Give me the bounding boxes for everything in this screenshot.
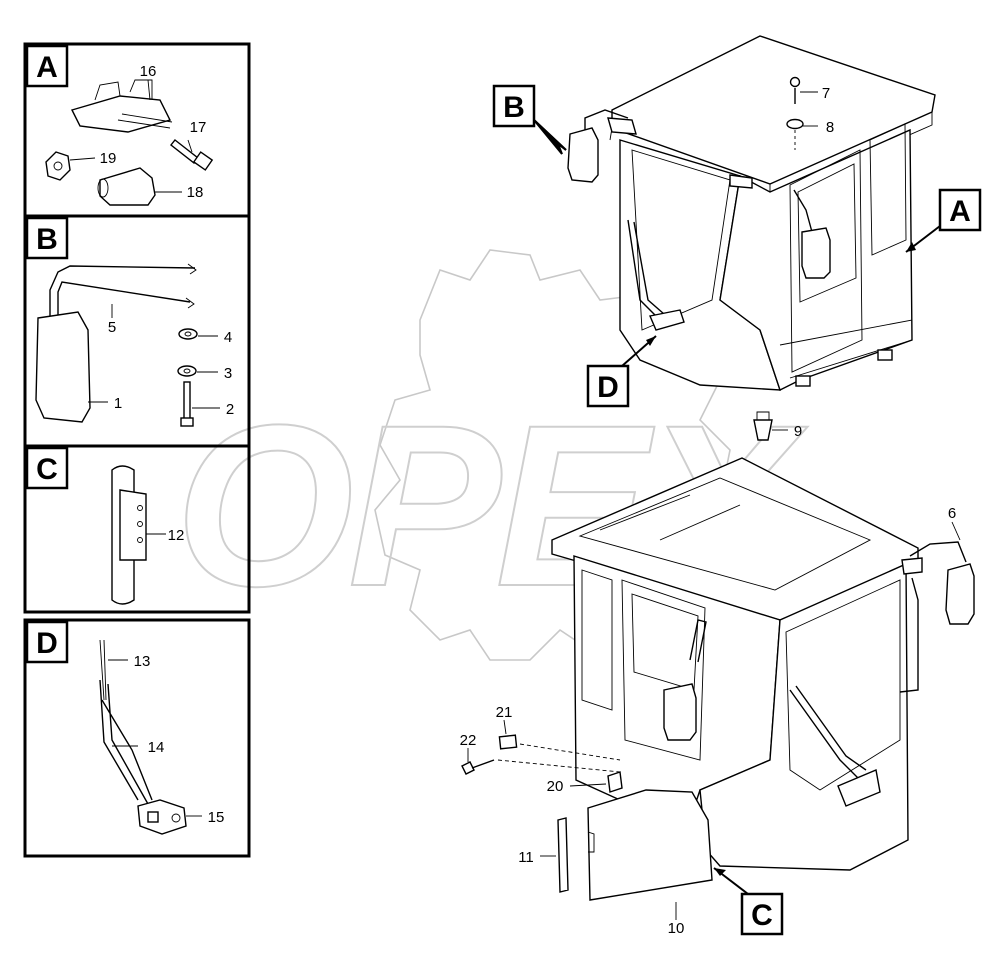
plate-part bbox=[498, 734, 518, 750]
part-17-label: 17 bbox=[190, 119, 207, 136]
part-2-label: 2 bbox=[226, 401, 234, 418]
washer-4-part bbox=[178, 328, 198, 340]
wiper-arm-part bbox=[99, 679, 153, 805]
svg-text:C: C bbox=[751, 899, 773, 932]
mirror-arm-part bbox=[49, 265, 196, 320]
part-18-label: 18 bbox=[187, 184, 204, 201]
cab-rear-door-upper bbox=[789, 149, 863, 373]
callout-b: B bbox=[492, 84, 567, 155]
part-19-label: 19 bbox=[100, 150, 117, 167]
cab-upper-view: 7 8 9 bbox=[567, 35, 936, 441]
wiper-upper bbox=[627, 219, 665, 321]
svg-text:D: D bbox=[597, 371, 619, 404]
bushing-part bbox=[99, 167, 156, 206]
detail-panel-d: D 13 14 15 bbox=[23, 618, 251, 858]
svg-text:A: A bbox=[949, 195, 971, 228]
part-6-label: 6 bbox=[948, 505, 956, 522]
part-20-label: 20 bbox=[547, 778, 564, 795]
callout-c: C bbox=[713, 867, 784, 936]
mirror-upper-rear bbox=[801, 227, 831, 279]
svg-text:B: B bbox=[503, 91, 525, 124]
detail-panel-c: C 12 bbox=[23, 444, 251, 614]
door-part bbox=[587, 789, 713, 901]
part-21-label: 21 bbox=[496, 704, 513, 721]
wiper-blade-part bbox=[99, 639, 107, 701]
callout-d: D bbox=[586, 335, 657, 408]
part-10-label: 10 bbox=[668, 920, 685, 937]
mirror-part bbox=[35, 311, 91, 423]
part-9-label: 9 bbox=[794, 423, 802, 440]
bolt-part bbox=[170, 139, 199, 164]
part-11-label: 11 bbox=[518, 849, 534, 866]
part-1-label: 1 bbox=[114, 395, 122, 412]
cab-lower-view: 6 10 11 21 22 20 bbox=[460, 457, 975, 937]
panel-d-label: D bbox=[36, 627, 58, 660]
mirror-arm-upper bbox=[584, 109, 629, 130]
part-15-label: 15 bbox=[208, 809, 225, 826]
part-7-label: 7 bbox=[822, 85, 830, 102]
nut-part bbox=[45, 151, 71, 181]
callout-a: A bbox=[905, 188, 982, 253]
panel-b-label: B bbox=[36, 223, 58, 256]
wiper-lower bbox=[789, 685, 867, 781]
mount-bushing-part bbox=[753, 419, 773, 441]
hinge-rod-part bbox=[557, 817, 569, 893]
part-3-label: 3 bbox=[224, 365, 232, 382]
latch-part bbox=[607, 771, 623, 793]
cab-left-window-upper bbox=[631, 149, 731, 331]
part-16-label: 16 bbox=[140, 63, 157, 80]
wiper-motor-bracket-part bbox=[137, 799, 187, 835]
washer-8-part bbox=[786, 118, 804, 130]
panel-c-label: C bbox=[36, 453, 58, 486]
part-4-label: 4 bbox=[224, 329, 232, 346]
part-14-label: 14 bbox=[148, 739, 165, 756]
mirror-part-6 bbox=[945, 563, 975, 625]
part-8-label: 8 bbox=[826, 119, 834, 136]
part-5-label: 5 bbox=[108, 319, 116, 336]
part-22-label: 22 bbox=[460, 732, 477, 749]
screw-part-22 bbox=[461, 761, 475, 775]
mirror-upper-left bbox=[567, 127, 599, 183]
washer-3-part bbox=[177, 365, 197, 377]
panel-a-label: A bbox=[36, 51, 58, 84]
screw-part bbox=[183, 381, 191, 421]
part-13-label: 13 bbox=[134, 653, 151, 670]
mirror-arm-lower bbox=[909, 541, 967, 563]
eye-bolt-part bbox=[789, 76, 801, 88]
bracket-part bbox=[70, 95, 172, 133]
part-12-label: 12 bbox=[168, 527, 185, 544]
detail-panel-a: A 16 17 19 18 bbox=[23, 42, 251, 218]
